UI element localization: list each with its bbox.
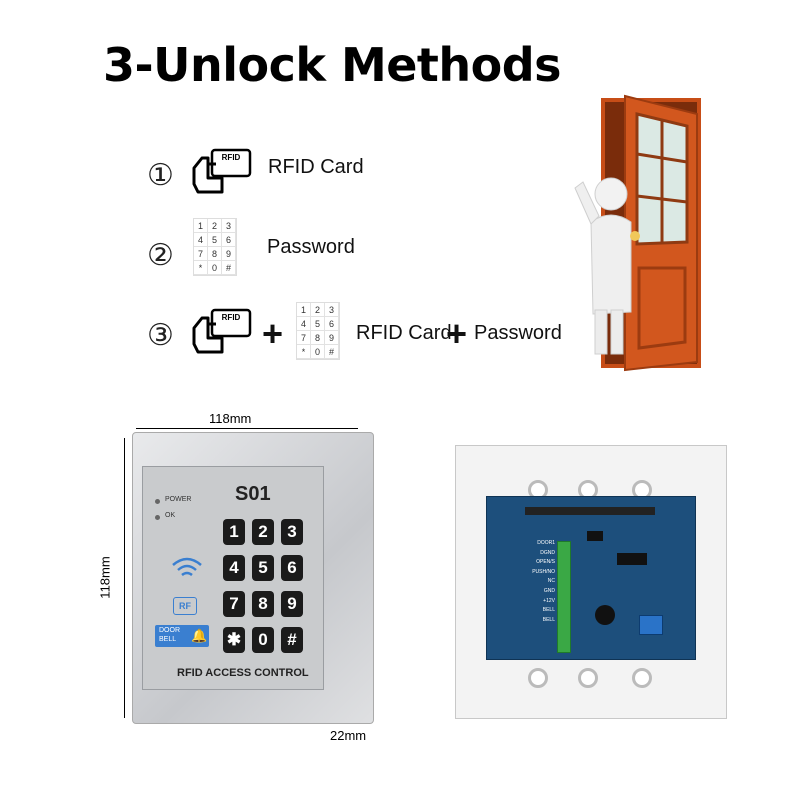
power-led-label: POWER: [165, 496, 192, 503]
doorbell-line1: DOOR: [159, 627, 180, 634]
method-2-number: ②: [147, 238, 174, 273]
chip: [617, 553, 647, 565]
method-1-label: RFID Card: [268, 156, 364, 178]
key-hash[interactable]: #: [281, 627, 303, 653]
rf-signal-icon: [167, 551, 207, 596]
doorbell-badge: DOOR BELL 🔔: [155, 625, 209, 647]
key-1[interactable]: 1: [223, 519, 245, 545]
plus-sign-2: +: [446, 313, 468, 354]
access-control-face: S01 POWER OK RF DOOR BELL 🔔 1 2 3 4 5 6 …: [142, 466, 324, 690]
terminal-block: [557, 541, 571, 653]
screw-hole: [632, 668, 652, 688]
key-4[interactable]: 4: [223, 555, 245, 581]
key-0[interactable]: 0: [252, 627, 274, 653]
page-title: 3-Unlock Methods: [103, 38, 562, 92]
doorbell-line2: BELL: [159, 636, 177, 643]
device-caption: RFID ACCESS CONTROL: [177, 667, 309, 679]
screw-hole: [528, 668, 548, 688]
pin-header: [525, 507, 655, 515]
ok-led: [155, 515, 160, 520]
key-3[interactable]: 3: [281, 519, 303, 545]
power-led: [155, 499, 160, 504]
key-9[interactable]: 9: [281, 591, 303, 617]
method-3-label-b: Password: [474, 322, 562, 344]
key-5[interactable]: 5: [252, 555, 274, 581]
dimension-height-line: [124, 438, 125, 718]
circuit-board: DOOR1 DGND OPEN/S PUSH/NO NC GND +12V BE…: [486, 496, 696, 660]
rfid-card-tag: RFID: [222, 153, 241, 162]
buzzer: [595, 605, 615, 625]
dimension-height: 118mm: [97, 556, 113, 599]
bell-icon: 🔔: [191, 628, 208, 643]
method-3-label-a: RFID Card: [356, 322, 452, 344]
method-3-number: ③: [147, 318, 174, 353]
terminal-labels: DOOR1 DGND OPEN/S PUSH/NO NC GND +12V BE…: [532, 540, 555, 623]
dimension-depth: 22mm: [330, 728, 367, 743]
ok-led-label: OK: [165, 512, 176, 519]
rf-badge: RF: [173, 597, 197, 615]
model-label: S01: [235, 483, 271, 505]
key-6[interactable]: 6: [281, 555, 303, 581]
dimension-width: 118mm: [209, 411, 252, 426]
chip: [587, 531, 603, 541]
method-2-label: Password: [267, 236, 355, 258]
key-2[interactable]: 2: [252, 519, 274, 545]
relay: [639, 615, 663, 635]
key-7[interactable]: 7: [223, 591, 245, 617]
key-8[interactable]: 8: [252, 591, 274, 617]
dimension-width-line: [136, 428, 358, 429]
method-1-number: ①: [147, 158, 174, 193]
door-figure-illustration: [565, 92, 705, 377]
key-star[interactable]: ✱: [223, 627, 245, 653]
rfid-card-tag-2: RFID: [222, 313, 241, 322]
screw-hole: [578, 668, 598, 688]
rfid-card-icon: RFID: [188, 148, 254, 201]
rfid-card-icon-2: RFID: [188, 308, 254, 361]
plus-sign-1: +: [262, 313, 284, 354]
